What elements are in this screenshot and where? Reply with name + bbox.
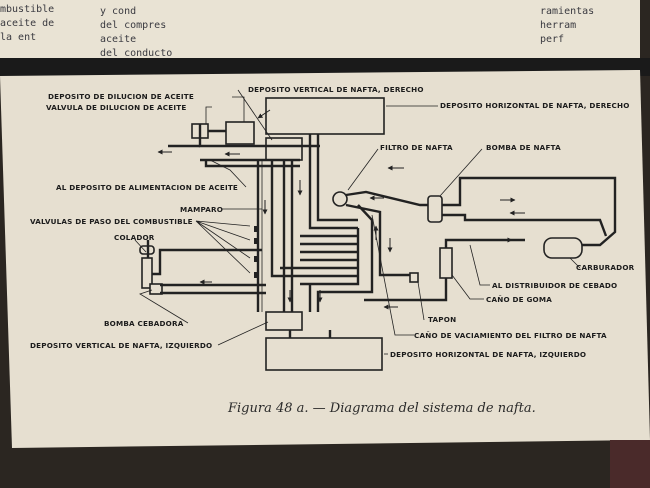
- carburetor: [543, 237, 583, 259]
- label-tapon: TAPON: [428, 315, 456, 324]
- fragment-7: del conducto: [100, 48, 172, 59]
- rubber-hose: [439, 247, 453, 279]
- fuel-lines: [146, 124, 617, 338]
- tank-horizontal-right: [265, 97, 385, 135]
- fragment-3: la ent: [0, 32, 36, 43]
- components: [139, 97, 583, 371]
- tank-vertical-left: [265, 311, 303, 331]
- label-colador: COLADOR: [114, 233, 155, 242]
- fragment-6: aceite: [100, 34, 136, 45]
- label-carburador: CARBURADOR: [576, 263, 635, 272]
- fragment-8: ramientas: [540, 6, 594, 17]
- book-edge: [610, 440, 650, 488]
- leader-lines: [134, 89, 581, 355]
- label-deposito-horizontal-izquierdo: DEPOSITO HORIZONTAL DE NAFTA, IZQUIERDO: [390, 350, 586, 359]
- valve-markers: [254, 226, 258, 278]
- figure-caption: Figura 48 a. — Diagrama del sistema de n…: [227, 401, 536, 416]
- label-deposito-vertical-izquierdo: DEPOSITO VERTICAL DE NAFTA, IZQUIERDO: [30, 341, 212, 350]
- drain-plug: [409, 272, 419, 283]
- label-deposito-horizontal-derecho: DEPOSITO HORIZONTAL DE NAFTA, DERECHO: [440, 101, 630, 110]
- label-valvulas-paso: VALVULAS DE PASO DEL COMBUSTIBLE: [30, 217, 193, 226]
- top-page-fragments: mbustible aceite de la ent y cond del co…: [0, 4, 594, 59]
- fragment-9: herram: [540, 20, 576, 31]
- label-cano-goma: CAÑO DE GOMA: [486, 295, 552, 304]
- label-filtro-nafta: FILTRO DE NAFTA: [380, 143, 453, 152]
- oil-dilution-tank: [225, 121, 255, 145]
- primer-pump-body: [149, 283, 163, 295]
- label-deposito-dilucion: DEPOSITO DE DILUCION DE ACEITE: [48, 92, 194, 101]
- label-bomba-cebadora: BOMBA CEBADORA: [104, 319, 184, 328]
- label-al-deposito-alimentacion: AL DEPOSITO DE ALIMENTACION DE ACEITE: [56, 183, 238, 192]
- label-al-distribuidor: AL DISTRIBUIDOR DE CEBADO: [492, 281, 617, 290]
- label-deposito-vertical-derecho: DEPOSITO VERTICAL DE NAFTA, DERECHO: [248, 85, 424, 94]
- fuel-pump: [427, 195, 443, 223]
- fragment-4: y cond: [100, 6, 136, 17]
- fuel-filter: [332, 191, 348, 207]
- label-valvula-dilucion: VALVULA DE DILUCION DE ACEITE: [46, 103, 186, 112]
- fragment-1: mbustible: [0, 4, 54, 15]
- tank-vertical-right: [265, 137, 303, 161]
- fragment-5: del compres: [100, 20, 166, 31]
- fragment-10: perf: [540, 34, 564, 45]
- labels: DEPOSITO DE DILUCION DE ACEITE VALVULA D…: [30, 85, 635, 416]
- tank-horizontal-left: [265, 337, 383, 371]
- fragment-2: aceite de: [0, 18, 54, 29]
- label-mamparo: MAMPARO: [180, 205, 223, 214]
- label-bomba-nafta: BOMBA DE NAFTA: [486, 143, 561, 152]
- label-cano-vaciamiento: CAÑO DE VACIAMIENTO DEL FILTRO DE NAFTA: [414, 331, 607, 340]
